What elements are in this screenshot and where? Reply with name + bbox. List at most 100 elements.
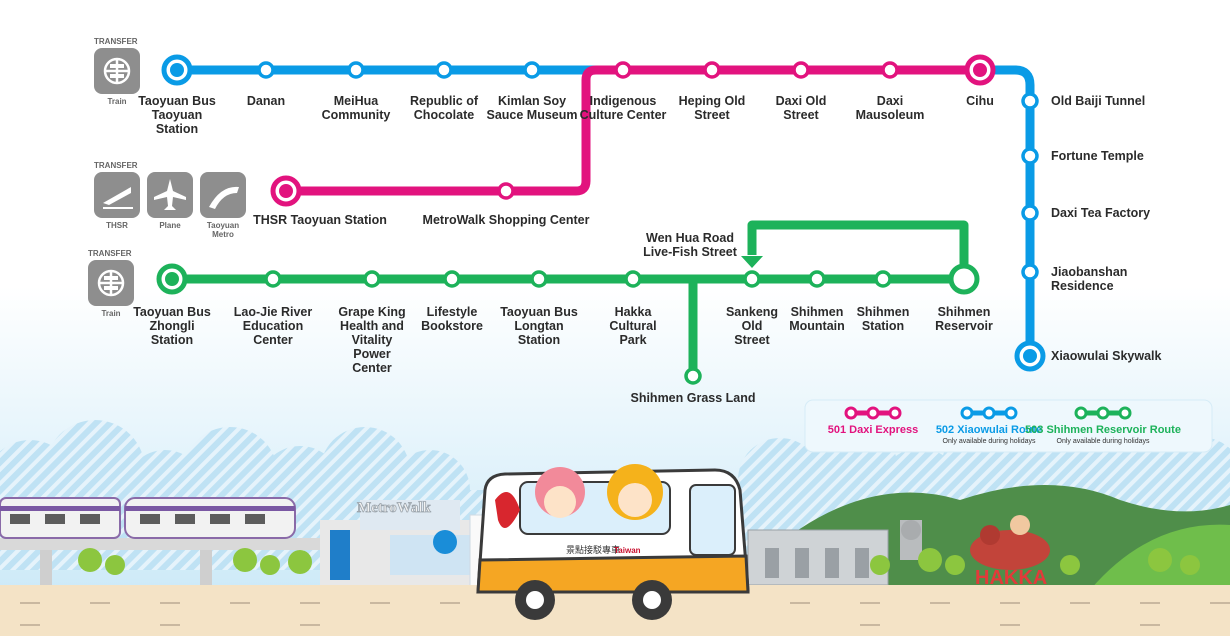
station[interactable]: Xiaowulai Skywalk [1014, 340, 1162, 372]
station-node[interactable] [523, 61, 541, 79]
hakka-figure [970, 515, 1050, 570]
terminal-station-core [170, 63, 184, 77]
terminal-station-core [165, 272, 179, 286]
station-node[interactable] [530, 270, 548, 288]
transfer-caption: Train [101, 309, 120, 318]
station[interactable]: Daxi Tea Factory [1021, 204, 1150, 222]
station-node[interactable] [874, 270, 892, 288]
terminal-station-core [1023, 349, 1037, 363]
station[interactable]: Fortune Temple [1021, 147, 1144, 165]
terminal-station-core [957, 272, 971, 286]
station-node[interactable] [1021, 92, 1039, 110]
shuttle-bus [476, 464, 750, 620]
route-501-line [281, 65, 985, 196]
legend-item: 501 Daxi Express [828, 406, 919, 436]
station[interactable]: Shihmen Grass Land [630, 367, 756, 405]
railway-icon [94, 48, 140, 94]
metro-icon [200, 172, 246, 218]
station-node[interactable] [614, 61, 632, 79]
transfer-heading: TRANSFER [94, 37, 138, 46]
station-node[interactable] [443, 270, 461, 288]
legend-label: 501 Daxi Express [828, 424, 919, 436]
metrowalk-sign: MetroWalk [357, 500, 432, 516]
bus-text: 景點接駁專車 [566, 544, 620, 556]
transfer-group: TRANSFER Train [94, 37, 140, 106]
legend-label: 503 Shihmen Reservoir Route [1025, 424, 1181, 436]
station-label: Shihmen Grass Land [630, 391, 755, 405]
station-node[interactable] [257, 61, 275, 79]
station-label: Cihu [966, 94, 994, 108]
high-speed-rail-icon [94, 172, 140, 218]
station[interactable]: MetroWalk Shopping Center [423, 182, 590, 227]
road-markings [20, 602, 1230, 626]
station[interactable]: THSR Taoyuan Station [253, 175, 387, 227]
station-node[interactable] [743, 270, 761, 288]
station-label: Danan [247, 94, 285, 108]
station-node[interactable] [624, 270, 642, 288]
station-label: THSR Taoyuan Station [253, 213, 387, 227]
station-node[interactable] [264, 270, 282, 288]
station-node[interactable] [497, 182, 515, 200]
legend-note: Only available during holidays [943, 438, 1036, 445]
station-node[interactable] [435, 61, 453, 79]
station[interactable]: Old Baiji Tunnel [1021, 92, 1145, 110]
station-node[interactable] [703, 61, 721, 79]
station-node[interactable] [881, 61, 899, 79]
legend-note: Only available during holidays [1057, 438, 1150, 445]
terminal-station-core [973, 63, 987, 77]
station[interactable]: Danan [247, 61, 285, 108]
station-node[interactable] [792, 61, 810, 79]
transfer-heading: TRANSFER [94, 161, 138, 170]
station-label: Old Baiji Tunnel [1051, 94, 1145, 108]
station-node[interactable] [808, 270, 826, 288]
station-node[interactable] [347, 61, 365, 79]
station-node[interactable] [1021, 204, 1039, 222]
station[interactable]: Cihu [964, 54, 996, 108]
railway-icon [88, 260, 134, 306]
transfer-caption: Train [107, 97, 126, 106]
station-label: Daxi Tea Factory [1051, 206, 1150, 220]
station-node[interactable] [363, 270, 381, 288]
station-node[interactable] [684, 367, 702, 385]
station-node[interactable] [1021, 263, 1039, 281]
station-node[interactable] [1021, 147, 1039, 165]
